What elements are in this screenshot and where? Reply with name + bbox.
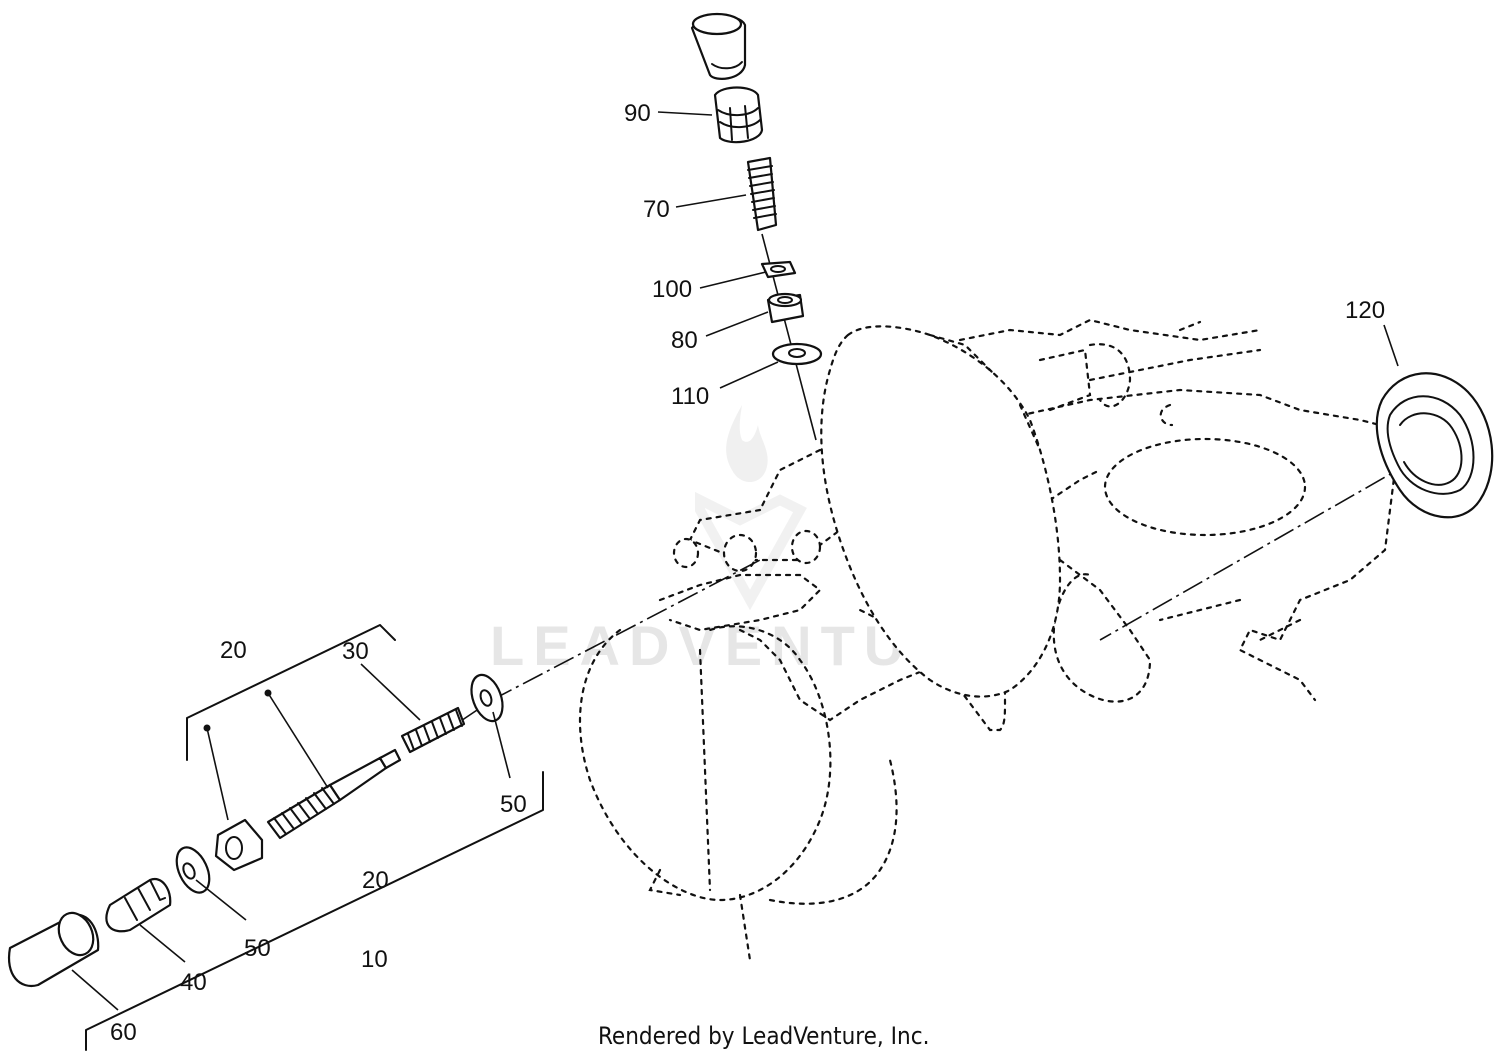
- callout-20-bracket: 20: [220, 637, 247, 664]
- part-cap-60-top: [690, 12, 747, 80]
- callout-10: 10: [361, 946, 388, 973]
- bracket-10: [85, 771, 544, 1051]
- callout-50-upper: 50: [500, 791, 527, 818]
- callout-50-lower: 50: [244, 935, 271, 962]
- callout-20-lower: 20: [362, 867, 389, 894]
- callout-100: 100: [652, 276, 692, 303]
- watermark-logo: [695, 405, 807, 611]
- callout-70: 70: [643, 196, 670, 223]
- part-80-spacer: [766, 292, 805, 324]
- callout-80: 80: [671, 327, 698, 354]
- part-110-washer: [771, 342, 823, 366]
- part-100-nut: [760, 260, 797, 279]
- part-20-adjusting-screw: [266, 748, 402, 840]
- callout-90: 90: [624, 100, 651, 127]
- part-60-cap: [7, 911, 100, 988]
- part-30-spring: [400, 706, 466, 754]
- part-70-adjusting-screw: [746, 156, 778, 232]
- transmission-housing: [578, 318, 1402, 962]
- callout-120: 120: [1345, 297, 1385, 324]
- callout-110: 110: [671, 383, 709, 410]
- part-50-washer-lower: [175, 846, 211, 894]
- callout-40: 40: [180, 969, 207, 996]
- callout-60: 60: [110, 1019, 137, 1046]
- credit-text: Rendered by LeadVenture, Inc.: [598, 1022, 929, 1050]
- part-120-oil-seal: [1375, 372, 1494, 519]
- part-90-cap-nut: [713, 86, 764, 144]
- bracket-20: [186, 624, 396, 761]
- part-50-washer-upper: [470, 673, 504, 723]
- callout-30: 30: [342, 638, 369, 665]
- part-40-cap-nut: [105, 877, 172, 933]
- part-20-nut: [214, 818, 264, 872]
- leader-lines: [71, 111, 1399, 1011]
